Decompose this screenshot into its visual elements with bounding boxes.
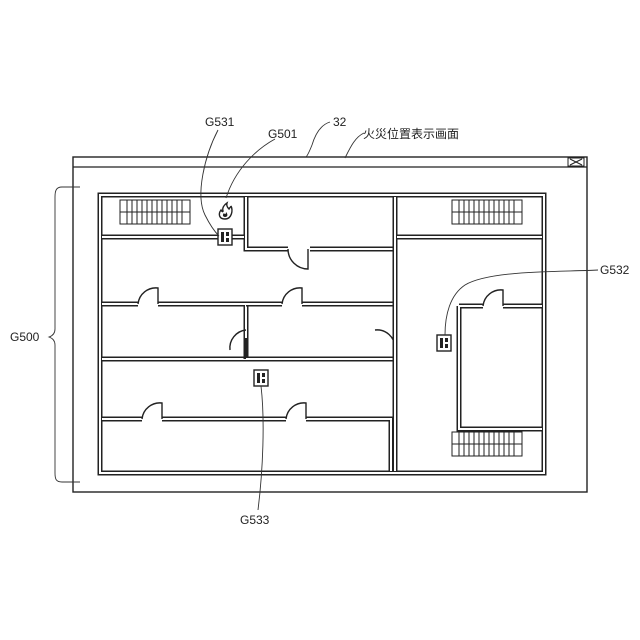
fire-detector-icon[interactable] [218, 229, 232, 245]
label-screen-title: 火災位置表示画面 [363, 126, 459, 141]
label-g500: G500 [10, 330, 40, 344]
staircase-icon [452, 200, 522, 224]
label-g533: G533 [240, 513, 270, 527]
label-screen-ref: 32 [333, 115, 347, 129]
fire-detector-icon[interactable] [254, 370, 268, 386]
label-g531: G531 [205, 115, 235, 129]
staircase-icon [452, 432, 522, 456]
label-g501: G501 [268, 127, 298, 141]
close-x-icon[interactable] [568, 158, 584, 166]
label-g532: G532 [600, 263, 630, 277]
fire-detector-icon[interactable] [437, 335, 451, 351]
staircase-icon [120, 200, 190, 224]
